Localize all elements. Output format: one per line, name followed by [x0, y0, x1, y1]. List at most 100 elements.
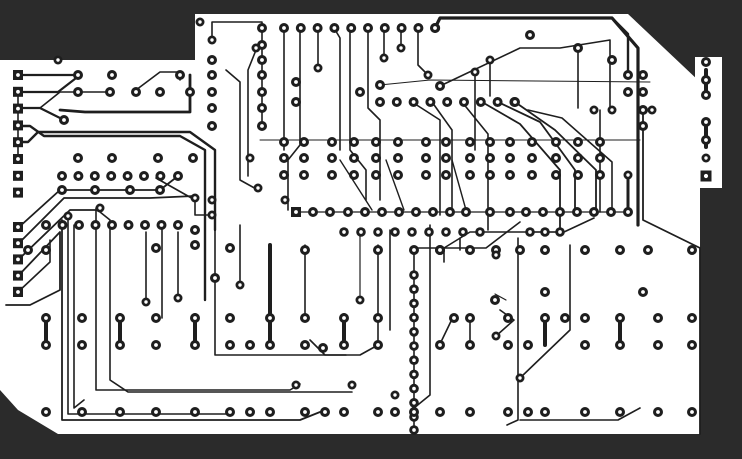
round-pad	[265, 340, 275, 350]
round-pad	[355, 87, 365, 97]
copper-trace	[519, 407, 641, 421]
copper-trace	[225, 69, 259, 191]
round-pad	[300, 245, 310, 255]
round-pad	[595, 153, 605, 163]
copper-trace	[247, 49, 257, 177]
round-pad	[155, 171, 166, 181]
round-pad	[523, 407, 533, 417]
round-pad	[510, 97, 520, 107]
round-pad	[421, 153, 431, 163]
round-pad	[41, 340, 51, 350]
round-pad	[505, 137, 515, 147]
round-pad	[393, 153, 403, 163]
round-pad	[257, 121, 267, 131]
round-pad	[89, 171, 100, 181]
round-pad	[373, 313, 383, 323]
round-pad	[279, 153, 289, 163]
copper-trace	[506, 237, 519, 426]
round-pad	[606, 207, 616, 217]
square-pad	[13, 287, 23, 297]
copper-trace	[481, 101, 561, 231]
copper-trace	[17, 209, 101, 261]
round-pad	[122, 171, 133, 181]
round-pad	[377, 207, 387, 217]
round-pad	[280, 195, 290, 205]
round-pad	[279, 23, 289, 33]
round-pad	[407, 227, 417, 237]
pad-layer	[13, 17, 712, 435]
copper-trace	[610, 16, 630, 80]
round-pad	[441, 170, 451, 180]
round-pad	[373, 340, 383, 350]
square-pad	[13, 103, 23, 114]
round-pad	[589, 105, 599, 115]
round-pad	[503, 407, 513, 417]
round-pad	[491, 331, 501, 341]
copper-trace	[99, 211, 353, 393]
copper-trace	[155, 177, 213, 216]
round-pad	[435, 407, 445, 417]
round-pad	[90, 220, 101, 230]
round-pad	[390, 407, 400, 417]
copper-trace	[495, 309, 515, 337]
round-pad	[257, 103, 267, 113]
round-pad	[442, 97, 453, 107]
round-pad	[441, 227, 451, 237]
round-pad	[540, 407, 550, 417]
round-pad	[525, 227, 535, 237]
round-pad	[371, 137, 381, 147]
round-pad	[638, 105, 648, 115]
round-pad	[379, 53, 389, 63]
round-pad	[538, 207, 548, 217]
round-pad	[349, 153, 359, 163]
round-pad	[390, 227, 400, 237]
round-pad	[257, 87, 267, 97]
copper-trace	[417, 27, 429, 76]
round-pad	[647, 105, 657, 115]
round-pad	[503, 313, 513, 323]
round-pad	[573, 153, 583, 163]
round-pad	[435, 81, 445, 91]
round-pad	[540, 245, 550, 255]
round-pad	[153, 153, 163, 163]
round-pad	[207, 35, 217, 45]
round-pad	[701, 153, 711, 163]
copper-trace	[67, 215, 231, 415]
copper-trace	[339, 159, 373, 211]
round-pad	[363, 23, 373, 33]
round-pad	[701, 75, 711, 85]
round-pad	[409, 383, 419, 394]
round-pad	[491, 250, 501, 260]
copper-trace	[431, 101, 453, 211]
round-pad	[155, 185, 165, 195]
round-pad	[327, 153, 337, 163]
round-pad	[107, 220, 117, 230]
round-pad	[424, 227, 434, 237]
round-pad	[638, 121, 648, 131]
round-pad	[151, 313, 161, 323]
round-pad	[207, 103, 217, 113]
round-pad	[435, 245, 445, 255]
round-pad	[349, 137, 359, 147]
round-pad	[475, 227, 485, 237]
round-pad	[125, 185, 135, 195]
round-pad	[327, 170, 337, 180]
round-pad	[465, 153, 475, 163]
round-pad	[430, 23, 440, 33]
round-pad	[207, 55, 217, 65]
round-pad	[503, 340, 513, 350]
round-pad	[63, 211, 73, 221]
round-pad	[57, 185, 67, 195]
copper-trace	[211, 21, 263, 46]
square-pad	[13, 270, 23, 281]
round-pad	[74, 220, 84, 230]
round-pad	[492, 97, 503, 107]
round-pad	[115, 340, 125, 350]
round-pad	[291, 97, 301, 107]
round-pad	[53, 55, 63, 65]
round-pad	[515, 245, 525, 255]
round-pad	[393, 137, 403, 147]
round-pad	[435, 340, 445, 350]
round-pad	[195, 17, 205, 27]
round-pad	[155, 87, 165, 97]
